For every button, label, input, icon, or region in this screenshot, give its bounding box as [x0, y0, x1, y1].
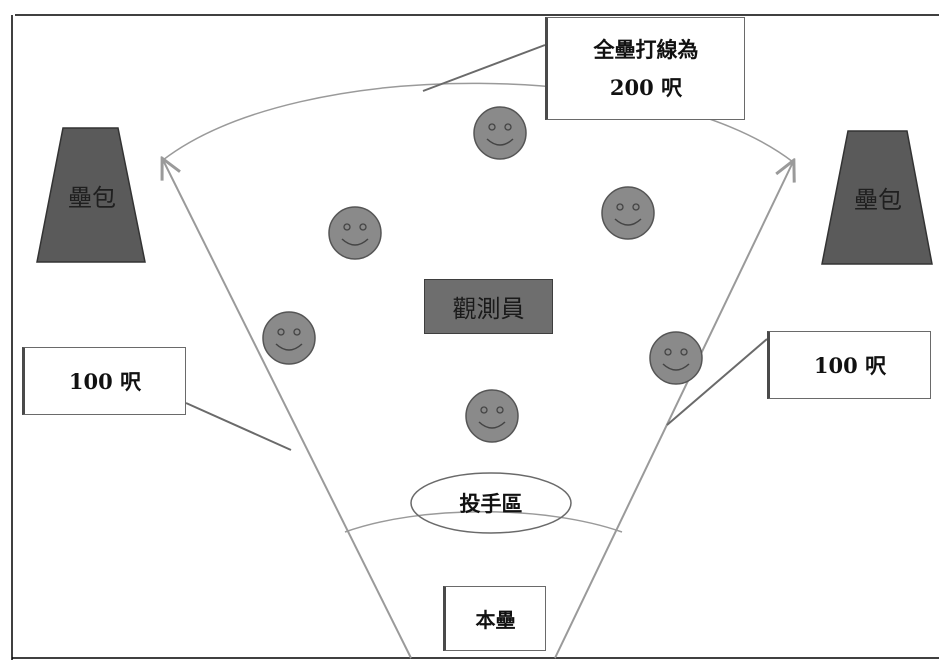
leader-right — [666, 338, 768, 426]
base-bag-left-label: 壘包 — [68, 183, 116, 212]
home-plate-box: 本壘 — [443, 586, 546, 651]
smiley-player-left-upper — [328, 206, 382, 260]
leader-top — [422, 44, 546, 92]
smiley-player-top — [473, 106, 527, 160]
base-bag-right — [821, 130, 933, 265]
foul-line-left — [163, 160, 412, 659]
observer-box: 觀測員 — [424, 279, 553, 334]
observer-label: 觀測員 — [452, 295, 525, 323]
home-plate-label: 本壘 — [475, 608, 516, 632]
base-bag-left — [36, 127, 146, 263]
right-distance-value: 100 呎 — [813, 353, 887, 378]
leader-left — [185, 402, 292, 451]
home-run-arc — [162, 82, 794, 163]
smiley-player-left-lower — [262, 311, 316, 365]
home-run-line-label: 全壘打線為 — [593, 36, 699, 62]
smiley-player-right-lower — [649, 331, 703, 385]
pitcher-mound-label: 投手區 — [459, 491, 523, 516]
home-run-distance-callout: 全壘打線為 200 呎 — [545, 17, 745, 120]
home-run-distance-value: 200 呎 — [609, 74, 683, 100]
foul-line-right — [554, 162, 793, 659]
right-distance-callout: 100 呎 — [767, 331, 931, 399]
left-distance-value: 100 呎 — [68, 369, 142, 394]
pitcher-mound — [410, 472, 572, 534]
base-bag-right-label: 壘包 — [854, 185, 902, 214]
infield-arc — [344, 511, 623, 533]
left-distance-callout: 100 呎 — [22, 347, 186, 415]
smiley-player-right-upper — [601, 186, 655, 240]
smiley-player-center — [465, 389, 519, 443]
